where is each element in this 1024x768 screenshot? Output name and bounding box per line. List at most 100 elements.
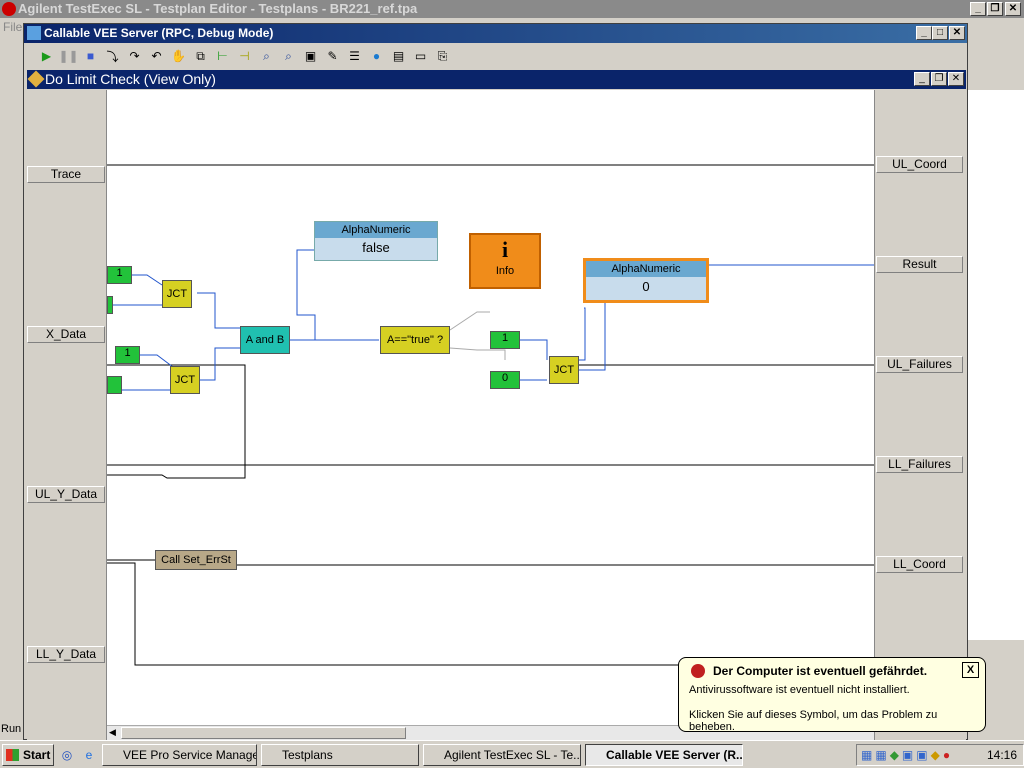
output-terminal-panel: UL_Coord Result UL_Failures LL_Failures …	[874, 90, 963, 740]
quicklaunch-icon[interactable]: ◎	[61, 747, 73, 762]
subwindow-title: Do Limit Check (View Only)	[45, 71, 216, 87]
print-screen-icon[interactable]: ▤	[392, 49, 405, 63]
junction-node[interactable]: JCT	[549, 356, 579, 384]
run-icon[interactable]: ▶	[41, 49, 52, 63]
hand-icon[interactable]: ✋	[171, 49, 186, 63]
network-icon[interactable]: ▦	[875, 747, 887, 762]
alphanumeric-value: 0	[642, 279, 650, 294]
info-icon: i	[501, 237, 509, 262]
clock: 14:16	[986, 747, 1017, 762]
tray-app-icon[interactable]: ◆	[889, 747, 899, 762]
wire-ll-coord	[107, 559, 874, 566]
maximize-button[interactable]: ❐	[987, 2, 1003, 16]
scroll-thumb[interactable]	[121, 727, 406, 739]
task-agilent-testexec[interactable]: Agilent TestExec SL - Te...	[423, 743, 581, 766]
find-icon[interactable]: ⌕	[263, 48, 270, 63]
system-tray: ▦ ▦ ◆ ▣ ▣ ◆ ● 14:16	[856, 743, 1024, 766]
vee-minimize-button[interactable]: _	[916, 26, 932, 40]
web-icon[interactable]: ●	[372, 49, 381, 63]
compare-node[interactable]: A=="true" ?	[380, 326, 450, 354]
vee-close-button[interactable]: ✕	[949, 26, 965, 40]
junction-node[interactable]: JCT	[162, 280, 192, 308]
show-data-flow-icon[interactable]: ⊣	[239, 49, 250, 63]
step-into-icon[interactable]: ⤵	[106, 49, 119, 64]
and-node[interactable]: A and B	[240, 326, 290, 354]
sub-close-button[interactable]: ✕	[948, 72, 964, 86]
tray-app-icon[interactable]: ▣	[916, 747, 928, 762]
start-label: Start	[23, 747, 51, 762]
internet-explorer-icon[interactable]: e	[85, 747, 93, 762]
close-button[interactable]: ✕	[1005, 2, 1021, 16]
terminal-result[interactable]: Result	[876, 256, 963, 273]
balloon-close-button[interactable]: X	[962, 662, 979, 678]
alphanumeric-result-display[interactable]: AlphaNumeric 0	[583, 258, 709, 303]
start-button[interactable]: Start	[2, 743, 54, 766]
outer-title-bar: Agilent TestExec SL - Testplan Editor - …	[0, 0, 1024, 18]
find-next-icon[interactable]: ⌕	[285, 48, 292, 63]
copy-objects-icon[interactable]: ⧉	[196, 48, 205, 63]
program-canvas[interactable]: 1 1 JCT JCT A and B AlphaNumeric false i…	[107, 90, 874, 725]
info-node[interactable]: i Info	[469, 233, 541, 289]
terminal-trace[interactable]: Trace	[27, 166, 105, 183]
terminal-ll-failures[interactable]: LL_Failures	[876, 456, 963, 473]
task-vee-pro-service-manager[interactable]: VEE Pro Service Manager	[102, 743, 257, 766]
terminal-ul-coord[interactable]: UL_Coord	[876, 156, 963, 173]
constant-zero-node[interactable]: 0	[490, 371, 520, 389]
alphanumeric-title: AlphaNumeric	[586, 261, 706, 277]
constant-node[interactable]	[107, 296, 113, 314]
network-icon[interactable]: ▦	[861, 747, 873, 762]
connector-icon[interactable]: ▭	[414, 49, 427, 63]
outer-window-title: Agilent TestExec SL - Testplan Editor - …	[18, 1, 418, 16]
pause-icon[interactable]: ❚❚	[58, 49, 79, 63]
security-balloon[interactable]: Der Computer ist eventuell gefährdet. An…	[678, 657, 986, 733]
wire-ul-failures	[107, 364, 246, 479]
vee-maximize-button[interactable]: □	[932, 26, 948, 40]
stop-icon[interactable]: ■	[86, 49, 95, 63]
tray-app-icon[interactable]: ◆	[930, 747, 940, 762]
sub-minimize-button[interactable]: _	[914, 72, 930, 86]
task-callable-vee-server[interactable]: Callable VEE Server (R...	[585, 743, 743, 766]
junction-node[interactable]: JCT	[170, 366, 200, 394]
alphanumeric-false-display[interactable]: AlphaNumeric false	[314, 221, 438, 261]
windows-logo-icon	[6, 748, 19, 761]
status-run: Run	[1, 723, 22, 735]
line-probe-icon[interactable]: ⊢	[217, 49, 228, 63]
constant-node[interactable]	[107, 376, 122, 394]
panel-icon[interactable]: ☰	[349, 49, 360, 63]
terminal-ll-y-data[interactable]: LL_Y_Data	[27, 646, 105, 663]
subwindow-title-bar: Do Limit Check (View Only) _ ❐ ✕	[27, 70, 966, 89]
wire-bottom	[107, 562, 697, 666]
input-terminal-panel: Trace X_Data UL_Y_Data LL_Y_Data	[27, 90, 107, 740]
constant-one-node[interactable]: 1	[490, 331, 520, 349]
constant-one-node[interactable]: 1	[115, 346, 140, 364]
userfunction-icon	[27, 70, 45, 88]
alphanumeric-title: AlphaNumeric	[315, 222, 437, 238]
terminal-ul-y-data[interactable]: UL_Y_Data	[27, 486, 105, 503]
alphanumeric-value: false	[362, 240, 390, 255]
notepad-icon[interactable]: ✎	[327, 49, 338, 63]
balloon-line2: Klicken Sie auf dieses Symbol, um das Pr…	[689, 709, 938, 733]
security-center-icon[interactable]: ●	[942, 747, 951, 762]
step-over-icon[interactable]: ↷	[129, 49, 140, 63]
wires	[107, 164, 874, 666]
minimize-button[interactable]: _	[970, 2, 986, 16]
terminal-ll-coord[interactable]: LL_Coord	[876, 556, 963, 573]
step-out-icon[interactable]: ↶	[151, 49, 162, 63]
terminal-ul-failures[interactable]: UL_Failures	[876, 356, 963, 373]
call-set-errst-node[interactable]: Call Set_ErrSt	[155, 550, 237, 570]
info-label: Info	[495, 265, 515, 277]
vee-toolbar: ▶ ❚❚ ■ ⤵ ↷ ↶ ✋ ⧉ ⊢ ⊣ ⌕ ⌕ ▣ ✎ ☰ ● ▤ ▭ ⎘	[28, 45, 498, 67]
menu-file[interactable]: File	[3, 20, 23, 34]
task-testplans[interactable]: Testplans	[261, 743, 419, 766]
tray-app-icon[interactable]: ▣	[901, 747, 914, 762]
terminal-x-data[interactable]: X_Data	[27, 326, 105, 343]
balloon-title-row: Der Computer ist eventuell gefährdet.	[689, 664, 975, 678]
scroll-left-icon[interactable]: ◀	[109, 727, 116, 737]
vee-title-bar: Callable VEE Server (RPC, Debug Mode) _ …	[24, 24, 967, 43]
sub-restore-button[interactable]: ❐	[931, 72, 947, 86]
balloon-title: Der Computer ist eventuell gefährdet.	[713, 664, 928, 678]
debug-view-icon[interactable]: ⎘	[437, 48, 448, 63]
properties-icon[interactable]: ▣	[304, 49, 317, 63]
vee-window-title: Callable VEE Server (RPC, Debug Mode)	[44, 26, 274, 40]
constant-one-node[interactable]: 1	[107, 266, 132, 284]
